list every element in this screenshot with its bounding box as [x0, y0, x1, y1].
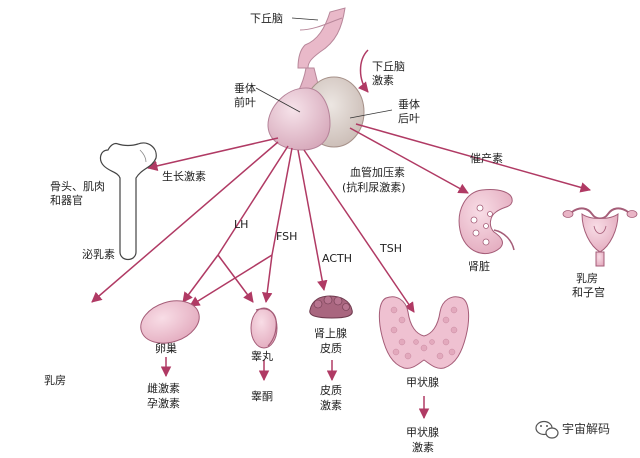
- anterior-pituitary: [267, 87, 331, 151]
- label-uterus-2: 和子宫: [572, 285, 605, 299]
- arrow-tsh: [303, 149, 415, 313]
- label-testis-output: 睾酮: [251, 389, 273, 403]
- wechat-icon: [535, 420, 559, 439]
- label-posterior-1: 垂体: [398, 97, 420, 111]
- label-thyroid-output-2: 激素: [412, 440, 434, 454]
- label-tsh: TSH: [379, 242, 402, 255]
- ovary-illustration: [140, 300, 200, 344]
- hormone-arrows: [91, 123, 592, 313]
- label-kidney: 肾脏: [468, 260, 490, 273]
- bone-illustration: [99, 142, 157, 261]
- watermark-text: 宇宙解码: [562, 421, 610, 436]
- label-ovary-output-1: 雌激素: [147, 381, 180, 395]
- leader-anterior: [255, 87, 301, 113]
- label-testis: 睾丸: [251, 349, 273, 363]
- arrow-fsh-ovary: [189, 254, 273, 307]
- label-hypothalamus: 下丘脑: [250, 12, 283, 25]
- arrow-fsh-stem: [271, 147, 293, 256]
- arrow-lh-stem: [217, 145, 289, 256]
- watermark: 宇宙解码: [535, 420, 610, 439]
- label-posterior-2: 后叶: [398, 112, 420, 125]
- arrow-adh: [349, 127, 469, 194]
- uterus-illustration: [562, 207, 638, 267]
- label-adrenal-1: 肾上腺: [314, 326, 347, 340]
- adrenal-illustration: [309, 295, 353, 319]
- thyroid-illustration: [378, 296, 470, 369]
- label-acth: ACTH: [322, 252, 352, 265]
- kidney-illustration: [458, 189, 515, 255]
- label-uterus-1: 乳房: [576, 272, 598, 285]
- label-ovary-output-2: 孕激素: [147, 396, 180, 410]
- label-adh-1: 血管加压素: [350, 165, 405, 179]
- arrow-growth-hormone: [146, 137, 279, 171]
- arrow-oxytocin: [355, 123, 592, 193]
- label-hypothalamic-hormone-2: 激素: [372, 73, 394, 87]
- arrow-fsh-testis: [261, 254, 273, 304]
- label-thyroid: 甲状腺: [406, 375, 439, 389]
- label-adrenal-2: 皮质: [320, 342, 342, 355]
- label-adrenal-output-1: 皮质: [320, 384, 342, 397]
- label-prolactin: 泌乳素: [82, 248, 115, 261]
- label-growth-hormone: 生长激素: [162, 169, 206, 183]
- hypothalamic-hormone-arrow: [357, 49, 369, 93]
- label-bone-2: 和器官: [50, 193, 83, 207]
- label-hypothalamic-hormone-1: 下丘脑: [372, 60, 405, 73]
- leader-hypothalamus: [291, 17, 319, 21]
- arrow-lh-ovary: [182, 254, 219, 303]
- label-oxytocin: 催产素: [470, 151, 503, 165]
- label-anterior-2: 前叶: [234, 95, 256, 109]
- label-breast: 乳房: [44, 374, 66, 387]
- leader-posterior: [349, 109, 393, 119]
- label-ovary: 卵巢: [155, 342, 177, 355]
- label-adh-2: (抗利尿激素): [342, 180, 406, 194]
- label-fsh: FSH: [276, 230, 297, 243]
- label-lh: LH: [234, 218, 248, 231]
- output-arrows: [160, 357, 430, 420]
- label-adrenal-output-2: 激素: [320, 398, 342, 412]
- label-thyroid-output-1: 甲状腺: [406, 425, 439, 439]
- arrow-acth: [297, 149, 328, 292]
- testis-illustration: [250, 307, 278, 349]
- label-bone-1: 骨头、肌肉: [50, 180, 105, 193]
- arrow-prolactin: [91, 141, 279, 303]
- label-anterior-1: 垂体: [234, 81, 256, 95]
